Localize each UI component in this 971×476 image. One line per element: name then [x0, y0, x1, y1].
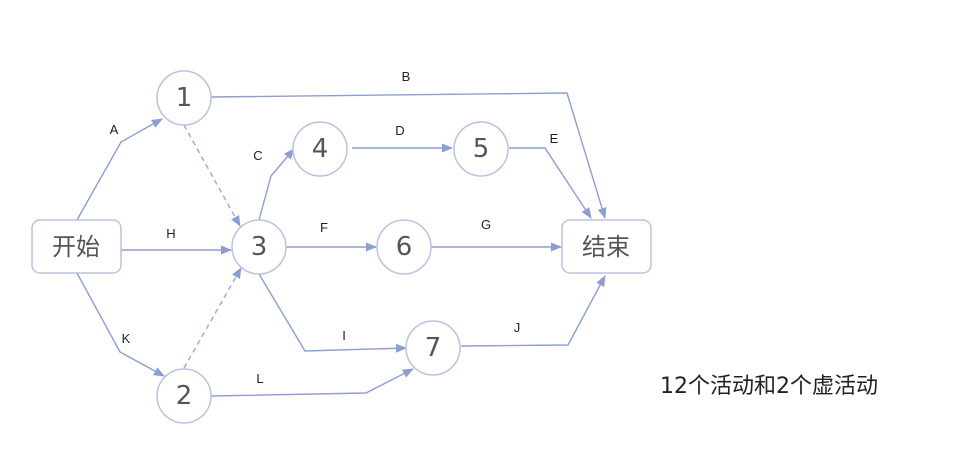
edge-label-L: L: [256, 371, 263, 386]
node-4: 4: [292, 121, 348, 177]
edge-B: [210, 92, 607, 220]
edge-C: [258, 148, 295, 221]
edge-label-D: D: [395, 123, 404, 138]
edge-label-E: E: [550, 131, 559, 146]
edge-A: [76, 118, 163, 221]
caption: 12个活动和2个虚活动: [660, 374, 878, 399]
edge-label-H: H: [166, 226, 175, 241]
node-5: 5: [453, 121, 509, 177]
start-node: 开始: [31, 219, 122, 274]
edge-label-G: G: [481, 217, 491, 232]
edge-label-I: I: [342, 328, 346, 343]
edge-I: [258, 273, 408, 353]
edge-E: [509, 147, 592, 219]
node-6: 6: [376, 219, 432, 275]
node-label: 1: [176, 83, 193, 113]
edge-label-B: B: [402, 69, 411, 84]
edge-J: [460, 275, 606, 347]
node-2: 2: [156, 368, 212, 424]
node-7: 7: [405, 320, 461, 376]
node-1: 1: [156, 70, 212, 126]
edge-label-F: F: [320, 220, 328, 235]
node-label: 4: [312, 134, 329, 164]
end-node: 结束: [561, 219, 652, 274]
end-label: 结束: [582, 233, 630, 261]
edge-label-J: J: [514, 320, 521, 335]
node-label: 5: [473, 134, 490, 164]
node-label: 3: [251, 232, 268, 262]
edge-label-C: C: [253, 148, 262, 163]
start-label: 开始: [52, 233, 100, 261]
edge-K: [76, 272, 165, 377]
node-label: 7: [425, 333, 442, 363]
edge-label-A: A: [110, 122, 119, 137]
node-label: 2: [176, 381, 193, 411]
dummy-edge-2-3: [183, 267, 242, 369]
edge-label-K: K: [122, 331, 131, 346]
dummy-edge-1-3: [183, 124, 241, 227]
edge-L: [210, 368, 414, 397]
node-label: 6: [396, 232, 413, 262]
node-3: 3: [231, 219, 287, 275]
